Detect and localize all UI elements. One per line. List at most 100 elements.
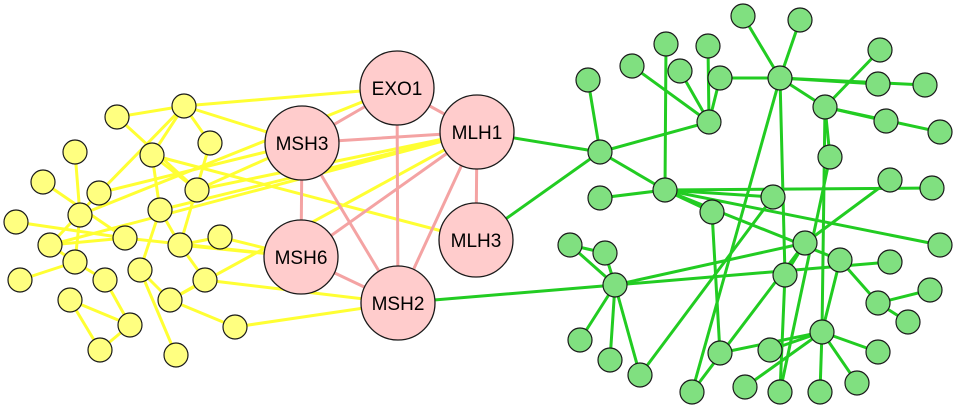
green-node [597,347,623,373]
green-node [767,379,793,405]
yellow-cluster-nodes [3,93,248,368]
yellow-edge [168,130,479,302]
node-exo1-label: EXO1 [372,79,423,100]
yellow-node [207,224,233,250]
green-node [865,290,891,316]
green-node [912,72,938,98]
green-node [844,370,870,396]
green-node [895,309,921,335]
green-node [707,340,733,366]
green-node [873,108,899,134]
yellow-edge [150,153,478,242]
green-edge [630,64,711,124]
green-edge [663,42,668,192]
green-node [619,53,645,79]
green-edge [710,210,722,355]
green-node [807,379,833,405]
green-node [602,272,628,298]
green-edge [823,48,882,109]
green-node [679,379,705,405]
yellow-node [184,177,210,203]
green-node [627,362,653,388]
yellow-edge [138,268,178,357]
green-edge [778,76,927,87]
node-mlh3-label: MLH3 [451,231,502,252]
node-mlh3: MLH3 [438,202,514,278]
green-node [812,94,838,120]
green-edge [803,178,892,245]
green-node [667,58,693,84]
yellow-node [30,169,56,195]
green-node [792,230,818,256]
yellow-node [197,130,223,156]
green-node [653,31,679,57]
yellow-edge [14,220,127,240]
green-node [557,232,583,258]
node-exo1: EXO1 [359,50,435,126]
green-edge [613,283,642,377]
green-node [732,374,758,400]
yellow-node [57,287,83,313]
green-node [652,177,678,203]
green-edge [638,195,775,377]
node-msh2: MSH2 [360,265,436,341]
yellow-node [3,209,29,235]
green-node [707,65,733,91]
yellow-node [87,337,113,363]
node-msh6-label: MSH6 [275,248,328,269]
yellow-node [147,197,173,223]
yellow-node [139,142,165,168]
core-cluster-nodes: EXO1 MSH3 MLH1 MLH3 MSH6 MSH2 [263,50,515,341]
green-node [587,139,613,165]
green-node [575,67,601,93]
green-node [730,3,756,29]
green-node [772,262,798,288]
yellow-node [117,312,143,338]
node-mlh1: MLH1 [439,94,515,170]
green-node [809,319,835,345]
yellow-node [104,104,130,130]
yellow-node [167,232,193,258]
green-edge [690,76,782,394]
yellow-node [157,287,183,313]
yellow-node [62,249,88,275]
yellow-node [67,202,93,228]
green-node [877,167,903,193]
green-node [917,277,943,303]
yellow-node [222,314,248,340]
yellow-node [37,232,63,258]
node-msh3-label: MSH3 [276,134,329,155]
green-node [865,71,891,97]
green-node [865,339,891,365]
green-edge [778,273,787,394]
yellow-node [92,267,118,293]
yellow-node [112,225,138,251]
green-node [757,337,783,363]
yellow-node [163,342,189,368]
green-node [787,7,813,33]
yellow-node [127,257,153,283]
green-edge [820,105,827,334]
node-msh2-label: MSH2 [372,294,425,315]
yellow-node [192,267,218,293]
yellow-edge [78,86,399,217]
yellow-node [86,180,112,206]
green-edge [613,241,807,287]
green-edge [778,76,787,277]
yellow-node [7,267,33,293]
green-node [827,247,853,273]
green-node [867,37,893,63]
green-node [927,232,953,258]
node-msh6: MSH6 [263,219,339,295]
green-node [592,240,618,266]
green-edge [706,44,711,124]
green-edge [663,188,942,247]
green-edge [743,330,824,389]
green-node [817,144,843,170]
green-node [927,119,953,145]
yellow-node [171,93,197,119]
yellow-node [62,139,88,165]
green-node [760,184,786,210]
green-node [696,109,722,135]
